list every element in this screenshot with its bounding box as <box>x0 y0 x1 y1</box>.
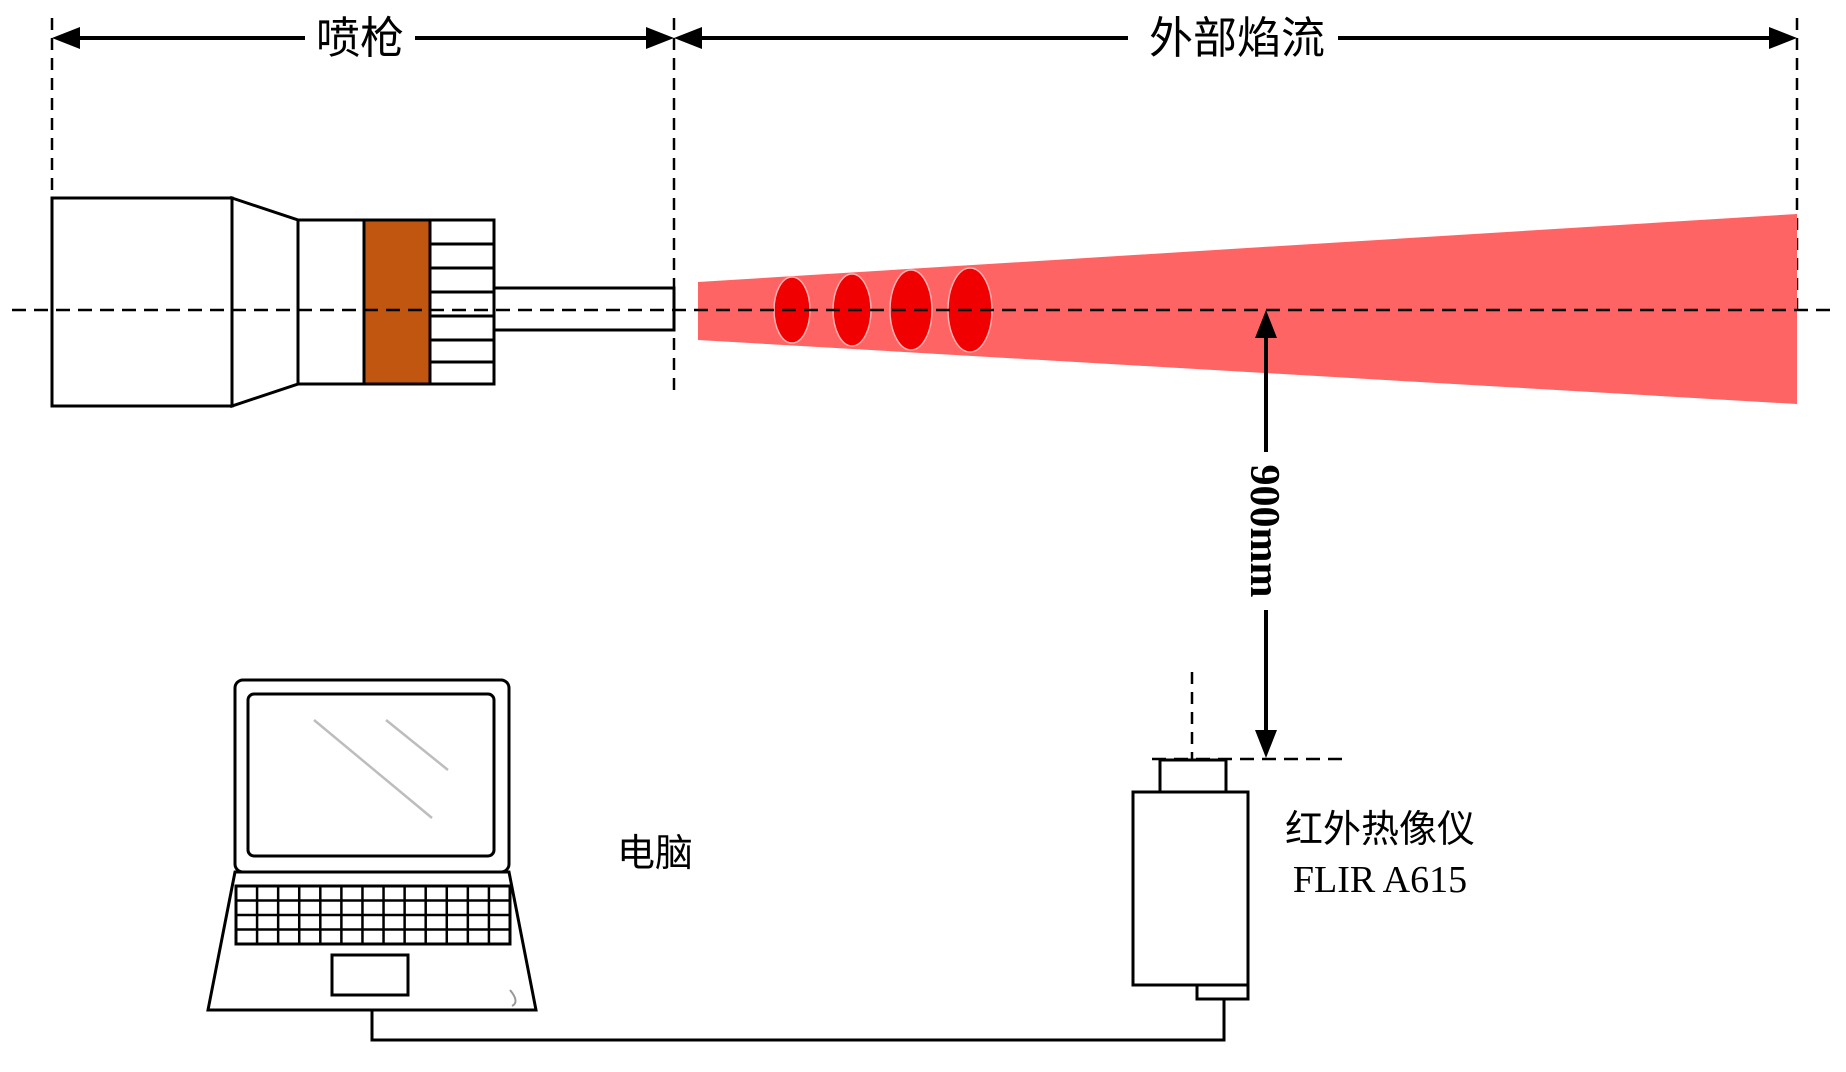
keyboard-keys <box>234 884 512 946</box>
distance-label: 900mm <box>1241 465 1287 598</box>
particles <box>773 267 993 353</box>
gun-collar <box>296 218 366 386</box>
spray-gun-dimension <box>50 14 674 200</box>
laptop <box>206 678 538 1012</box>
camera-model-label: FLIR A615 <box>1293 859 1467 901</box>
distance-arrow <box>1255 310 1277 758</box>
camera-body <box>1131 790 1250 987</box>
gun-body <box>50 196 234 408</box>
camera-base <box>1195 983 1250 1001</box>
camera-lens <box>1158 758 1228 794</box>
particle-3 <box>889 269 933 351</box>
gun-fins <box>428 218 496 386</box>
electrode <box>362 218 432 386</box>
external-jet-dimension <box>672 14 1799 390</box>
computer-label: 电脑 <box>617 833 693 875</box>
gun-taper <box>230 195 300 409</box>
external-jet-label: 外部焰流 <box>1149 14 1325 63</box>
spray-gun <box>50 195 676 409</box>
camera-name-label: 红外热像仪 <box>1285 809 1475 851</box>
infrared-camera <box>1131 672 1346 1001</box>
laptop-screen <box>246 692 496 858</box>
spray-gun-label: 喷枪 <box>316 14 404 63</box>
laptop-touchpad <box>330 953 410 997</box>
data-cable <box>370 999 1226 1042</box>
